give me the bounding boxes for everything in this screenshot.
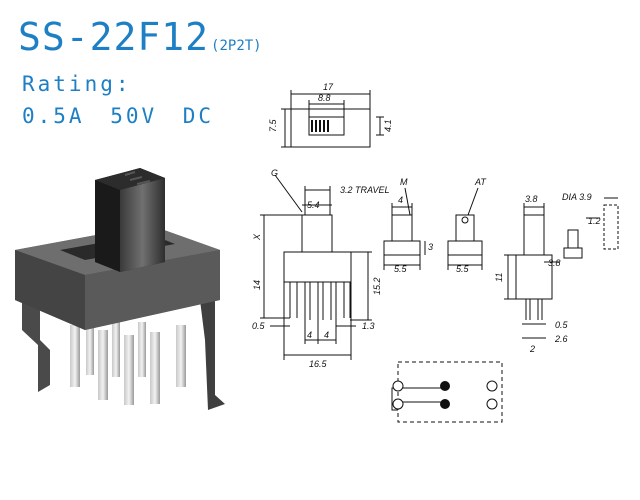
contact-open-icon xyxy=(392,398,404,410)
dim-end-base-width: 3.8 xyxy=(548,258,561,268)
dim-lead-height: 15.2 xyxy=(372,277,382,295)
label-x: X xyxy=(252,233,262,241)
dim-body-height: 14 xyxy=(252,280,262,290)
dim-top-height2: 4.1 xyxy=(383,119,393,132)
dim-at-base-width: 5.5 xyxy=(456,264,470,274)
mount-tab-right xyxy=(200,292,225,410)
dia-detail xyxy=(563,197,619,259)
product-title: SS-22F12 xyxy=(18,15,210,59)
at-detail xyxy=(447,187,483,270)
dim-end-lead-width: 0.5 xyxy=(555,320,569,330)
dim-m-base-width: 5.5 xyxy=(394,264,408,274)
end-view xyxy=(504,203,560,339)
label-dia: DIA 3.9 xyxy=(562,192,592,202)
dim-m-top-width: 4 xyxy=(398,195,403,205)
rating-label: Rating: xyxy=(22,72,132,96)
dim-travel: 3.2 TRAVEL xyxy=(340,185,390,195)
dim-end-shaft-height: 11 xyxy=(494,273,504,282)
dim-top-slot: 8.8 xyxy=(318,93,331,103)
m-detail xyxy=(383,187,426,270)
dim-lead-width: 0.5 xyxy=(252,321,266,331)
dim-m-height: 3 xyxy=(428,242,433,252)
product-title-block: SS-22F12(2P2T) xyxy=(18,18,262,56)
product-photo xyxy=(15,168,225,410)
dim-lead-spacing-2: 4 xyxy=(324,330,329,340)
label-at: AT xyxy=(474,177,487,187)
product-type: (2P2T) xyxy=(211,38,262,54)
dim-lead-spacing-1: 4 xyxy=(307,330,312,340)
slide-actuator xyxy=(95,168,165,272)
technical-drawing xyxy=(260,90,619,423)
contact-closed-icon xyxy=(440,399,450,409)
rating-value: 0.5A 50V DC xyxy=(22,104,215,128)
dim-end-lead-note: 2 xyxy=(529,344,535,354)
dim-lead-offset: 1.3 xyxy=(362,321,375,331)
switch-schematic xyxy=(391,361,503,423)
top-view xyxy=(281,90,384,148)
dim-dia-height: 1.2 xyxy=(588,216,601,226)
dim-end-lead-spacing: 2.6 xyxy=(554,334,568,344)
label-g: G xyxy=(271,168,278,178)
dim-overall-width: 16.5 xyxy=(309,359,328,369)
dimension-labels: 17 8.8 7.5 4.1 G 3.2 TRAVEL 5.4 X 14 15.… xyxy=(252,82,601,369)
side-view xyxy=(260,174,372,360)
label-m: M xyxy=(400,177,408,187)
contact-open-icon xyxy=(392,380,404,392)
contact-closed-icon xyxy=(440,381,450,391)
contacts xyxy=(392,380,498,410)
dim-top-height: 7.5 xyxy=(268,118,278,132)
switch-pins xyxy=(70,320,186,405)
dim-shaft-width: 5.4 xyxy=(307,200,320,210)
dim-top-width: 17 xyxy=(323,82,334,92)
dim-end-top-width: 3.8 xyxy=(525,194,538,204)
contact-open-icon xyxy=(486,398,498,410)
contact-open-icon xyxy=(486,380,498,392)
